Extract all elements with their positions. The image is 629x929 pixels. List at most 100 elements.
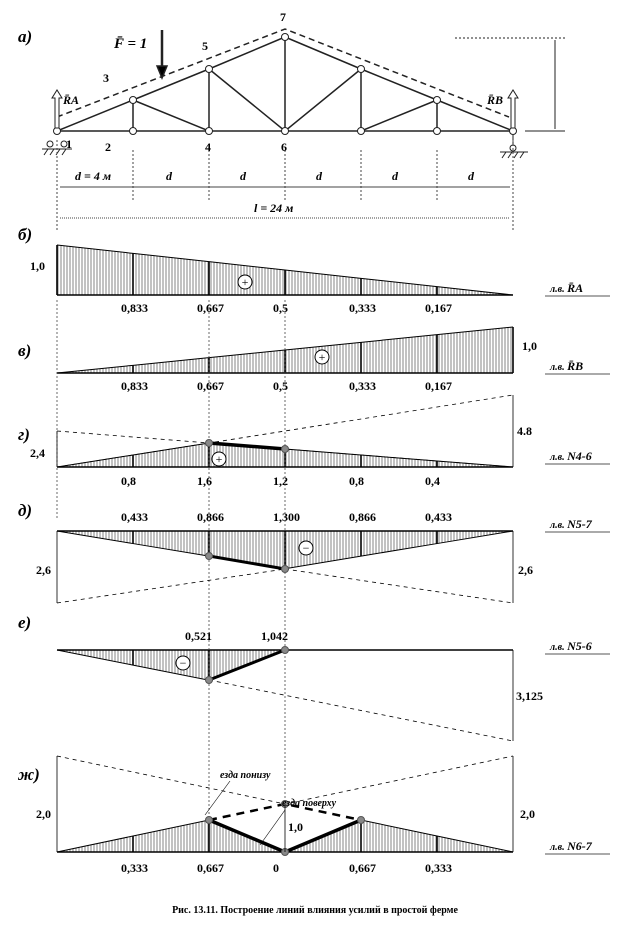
reaction-a-label: R̄A: [62, 93, 79, 107]
ordinate-value-label: 0,333: [121, 861, 148, 875]
transfer-node: [281, 445, 289, 453]
d-label-5: d: [392, 169, 399, 183]
note-ride-top: езда поверху: [282, 798, 337, 809]
title-prefix: л.в.: [549, 642, 567, 653]
title-symbol: N5-6: [566, 639, 592, 653]
truss-diagram: а): [18, 27, 565, 232]
transfer-node: [205, 816, 213, 824]
ordinate-value-label: 0,667: [197, 379, 224, 393]
reaction-b-arrow-icon: [507, 89, 519, 129]
support-b: [500, 135, 528, 159]
transfer-line: [208, 648, 286, 682]
ordinate-value-label: 0: [273, 861, 279, 875]
node-label-1: 1: [66, 137, 72, 151]
node-label-4: 4: [205, 140, 211, 154]
d-label-4: d: [316, 169, 323, 183]
ordinate-value-label: 0,4: [425, 474, 440, 488]
load-label: F̄ = 1: [113, 36, 147, 52]
title-symbol: R̄B: [566, 359, 583, 373]
title-symbol: N5-7: [566, 517, 593, 531]
ordinate-value-label: 0,667: [197, 301, 224, 315]
ordinate-value-label: 0,167: [425, 379, 452, 393]
node-label-3: 3: [103, 71, 109, 85]
sign-icon: [175, 655, 191, 671]
dashed-right-line: [56, 394, 514, 468]
panel-letter: в): [18, 341, 31, 360]
ordinate-value-label: 1,042: [261, 629, 288, 643]
ordinate-side-label: 1,0: [30, 259, 45, 273]
height-dimension: [455, 37, 565, 132]
sign-symbol: +: [216, 452, 223, 466]
ordinate-value-label: 0,5: [273, 379, 288, 393]
ordinate-value-label: 1,6: [197, 474, 212, 488]
ordinate-value-label: 0,333: [349, 379, 376, 393]
panel-letter: б): [18, 225, 32, 244]
panel-letter: е): [18, 613, 31, 632]
ordinate-value-label: 0,866: [349, 510, 376, 524]
ordinate-value-label: 0,5: [273, 301, 288, 315]
ordinate-value-label: 0,167: [425, 301, 452, 315]
sign-symbol: +: [242, 275, 249, 289]
reaction-a-arrow-icon: [51, 89, 63, 129]
title-prefix: л.в.: [549, 284, 567, 295]
influence-line-title: л.в. R̄B: [549, 359, 583, 373]
load-arrow-icon: [155, 30, 169, 80]
truss-joints: [53, 33, 517, 135]
reaction-b-label: R̄B: [486, 93, 503, 107]
ordinate-value-label: 0,667: [349, 861, 376, 875]
influence-line: [56, 244, 514, 296]
ordinate-value-label: 0,667: [197, 861, 224, 875]
panel-dim-label: d = 4 м: [75, 169, 111, 183]
sign-symbol: +: [319, 350, 326, 364]
sign-symbol: −: [303, 541, 310, 555]
note-leader: [259, 809, 286, 846]
ordinate-value-label: 0,333: [349, 301, 376, 315]
ordinate-side-label: 2,6: [36, 563, 51, 577]
d-label-3: d: [240, 169, 247, 183]
transfer-node: [205, 439, 213, 447]
note-leader: [204, 780, 231, 816]
node-label-6: 6: [281, 140, 287, 154]
node-label-5: 5: [202, 39, 208, 53]
d-label-6: d: [468, 169, 475, 183]
ordinate-value-label: 0,521: [185, 629, 212, 643]
sign-icon: [211, 451, 227, 467]
note-ride-bottom: езда понизу: [220, 770, 271, 781]
ordinate-side-label: 3,125: [516, 689, 543, 703]
ordinate-side-label: 2,6: [518, 563, 533, 577]
dashed-right-line: [284, 568, 514, 604]
truss-members: [132, 37, 438, 132]
panel-letter: г): [18, 425, 30, 444]
title-prefix: л.в.: [549, 520, 567, 531]
title-prefix: л.в.: [549, 842, 567, 853]
ordinate-value-label: 0,833: [121, 379, 148, 393]
ordinate-value-label: 0,8: [121, 474, 136, 488]
influence-line-panel-2: в) 0,833 0,667 0,5 0,333 0,167 л.в. R̄B +: [18, 326, 610, 393]
panel-letter: д): [18, 501, 32, 520]
node-label-7: 7: [280, 10, 286, 24]
dashed-extension-line: [208, 679, 514, 742]
d-label-2: d: [166, 169, 173, 183]
sign-icon: [298, 540, 314, 556]
span-label: l = 24 м: [254, 201, 293, 215]
influence-line-title: л.в. N4-6: [549, 449, 592, 463]
ordinate-side-label: 1,0: [522, 339, 537, 353]
figure-caption: Рис. 13.11. Построение линий влияния уси…: [172, 905, 458, 916]
dashed-left-line: [56, 568, 286, 604]
transfer-node: [205, 552, 213, 560]
node-label-2: 2: [105, 140, 111, 154]
ordinate-value-label: 0,433: [425, 510, 452, 524]
span-dimensions: [56, 140, 514, 232]
ordinate-side-label: 2,0: [520, 807, 535, 821]
influence-line-panel-5: е) 0,521 1,042 л.в. N5-6 −: [18, 613, 610, 681]
ordinate-value-label: 0,433: [121, 510, 148, 524]
ordinate-side-label: 1,0: [288, 820, 303, 834]
sign-symbol: −: [180, 656, 187, 670]
influence-line-title: л.в. N6-7: [549, 839, 593, 853]
influence-line-title: л.в. N5-7: [549, 517, 593, 531]
ordinate-value-label: 0,833: [121, 301, 148, 315]
ordinate-side-label: 2,0: [36, 807, 51, 821]
sign-icon: [237, 274, 253, 290]
